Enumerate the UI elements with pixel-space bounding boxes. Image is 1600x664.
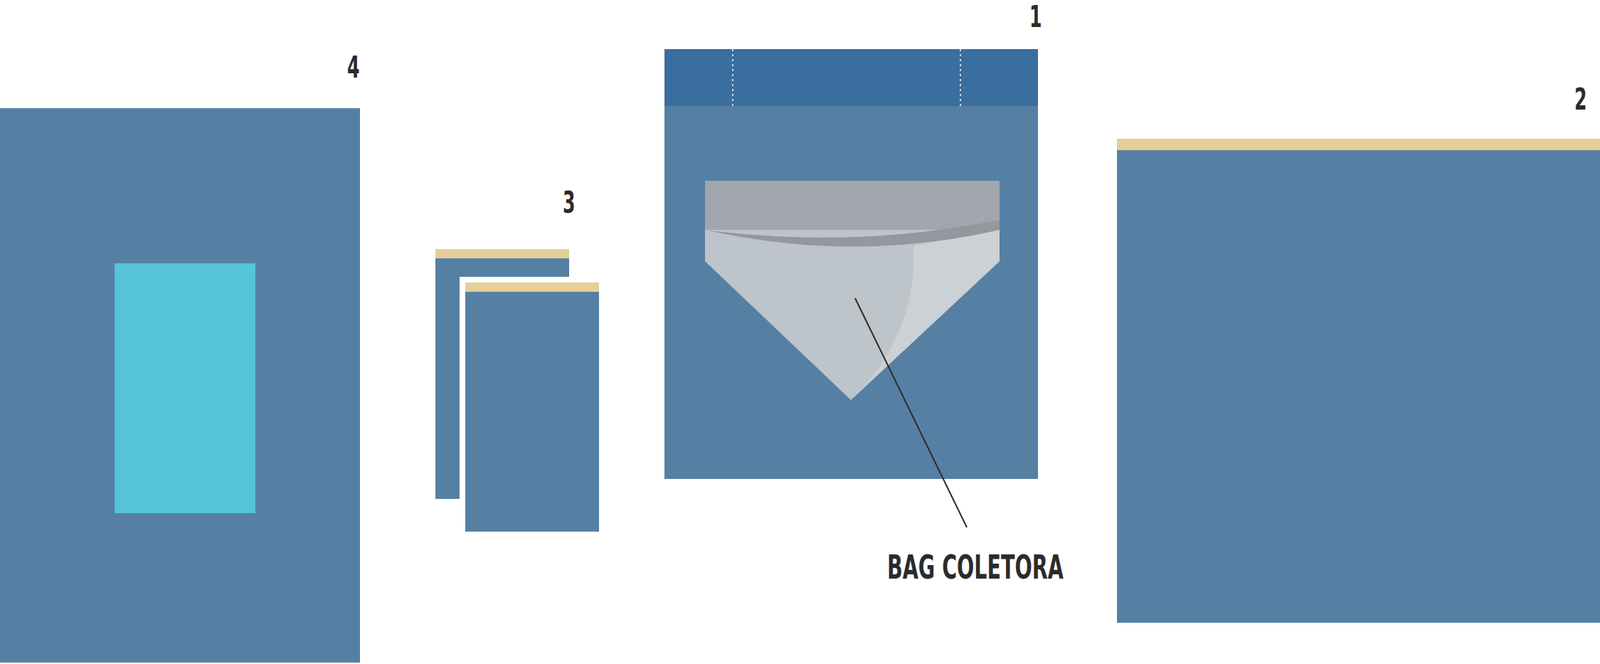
perforation — [959, 49, 962, 107]
callout-number: 4 — [347, 52, 360, 83]
leader-line — [855, 298, 967, 528]
callout-number: 3 — [562, 187, 576, 218]
drape-3-front — [465, 282, 600, 532]
part-label: BAG COLETORA — [887, 550, 1064, 584]
adhesive-strip — [435, 248, 570, 259]
bag-highlight — [850, 229, 1000, 400]
adhesive-strip — [1116, 138, 1600, 151]
callout-number: 1 — [1029, 2, 1043, 33]
drape-band — [664, 49, 1038, 107]
gap-outline — [459, 276, 605, 538]
bag-fold — [705, 219, 1000, 247]
drape-2 — [1116, 138, 1600, 623]
bag-top — [705, 180, 1000, 231]
drape-1 — [664, 49, 1038, 479]
perforation — [732, 49, 734, 107]
callout-number: 2 — [1574, 84, 1588, 115]
drape-4 — [0, 108, 360, 663]
collection-bag — [705, 229, 1000, 400]
adhesive-strip — [465, 282, 600, 292]
drape-window — [114, 263, 256, 513]
